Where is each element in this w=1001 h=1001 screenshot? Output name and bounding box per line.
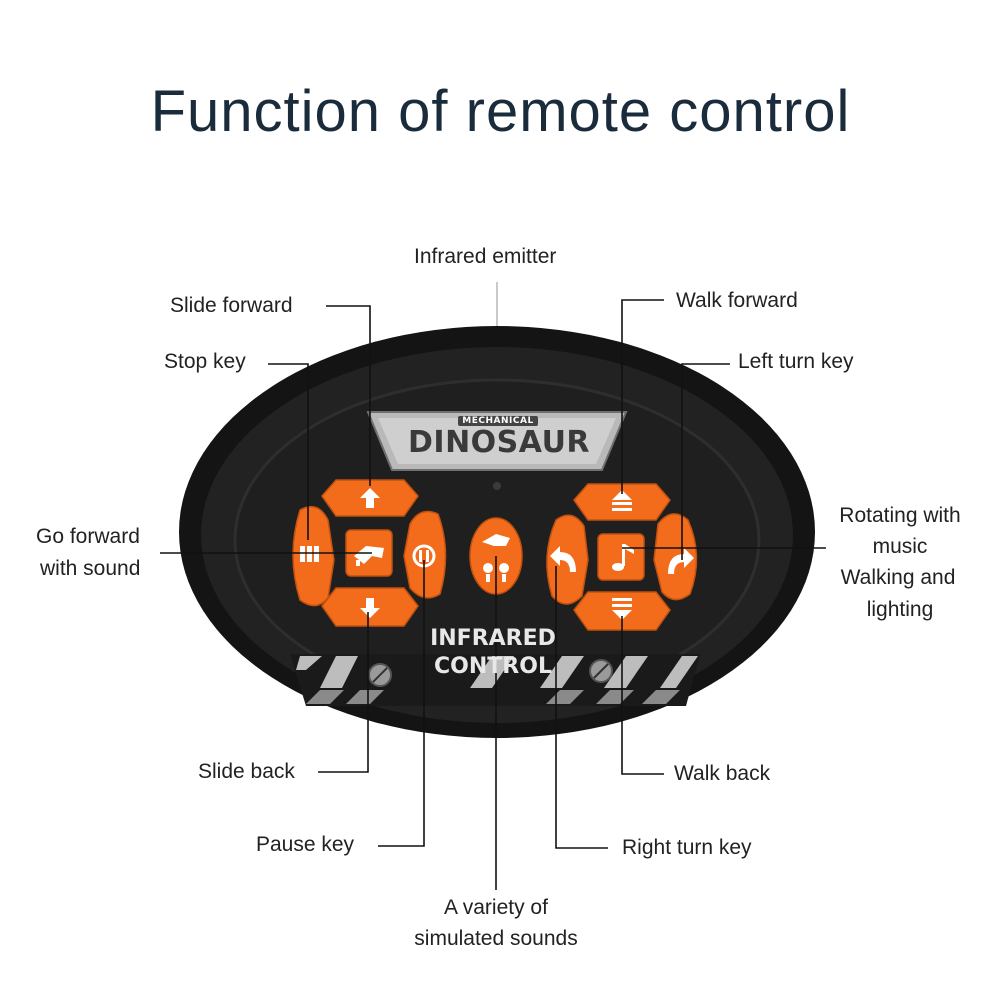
label-pause-key: Pause key <box>256 833 355 856</box>
label-left-turn-key: Left turn key <box>738 350 854 373</box>
slide-back-button[interactable] <box>321 587 419 627</box>
label-infrared-emitter: Infrared emitter <box>414 245 557 268</box>
mode-label-line1: INFRARED <box>430 626 556 651</box>
label-go-forward-line1: Go forward <box>36 525 140 548</box>
leader-lines <box>160 299 826 890</box>
turn-left-icon <box>550 546 576 572</box>
label-variety-line2: simulated sounds <box>414 927 578 950</box>
stop-icon <box>300 546 319 562</box>
music-note-icon <box>612 544 634 571</box>
dinosaur-sound-icon <box>354 546 384 566</box>
label-rotating-line2: music <box>872 535 928 558</box>
turn-right-icon <box>668 548 694 574</box>
label-rotating-line1: Rotating with <box>839 504 961 527</box>
label-go-forward-line2: with sound <box>40 557 141 580</box>
label-walking-line2: lighting <box>866 598 934 621</box>
screw-right <box>589 659 613 683</box>
label-walk-forward: Walk forward <box>676 289 798 312</box>
label-slide-forward: Slide forward <box>170 294 293 317</box>
label-stop-key: Stop key <box>164 350 246 373</box>
logo-plaque <box>366 411 628 471</box>
page-title: Function of remote control <box>150 79 851 144</box>
label-variety-line1: A variety of <box>444 896 548 919</box>
sensor-dot <box>493 482 501 490</box>
walk-forward-icon <box>612 490 632 511</box>
label-walking-line1: Walking and <box>840 566 956 589</box>
slide-forward-button[interactable] <box>321 479 419 517</box>
hazard-stripes <box>290 654 700 706</box>
screw-left <box>368 663 392 687</box>
label-right-turn-key: Right turn key <box>622 836 752 859</box>
logo-name: DINOSAUR <box>408 425 591 460</box>
arrow-down-icon <box>360 598 380 618</box>
label-walk-back: Walk back <box>674 762 771 785</box>
label-slide-back: Slide back <box>198 760 295 783</box>
logo-subtitle: MECHANICAL <box>458 416 538 426</box>
left-turn-key-button[interactable] <box>546 514 589 605</box>
rotating-with-music-button[interactable] <box>597 533 645 581</box>
arrow-up-icon <box>360 488 380 508</box>
walk-back-button[interactable] <box>573 591 671 631</box>
dinosaur-footprint-icon <box>482 534 510 582</box>
walk-back-icon <box>612 598 632 620</box>
right-turn-key-button[interactable] <box>653 513 698 601</box>
stop-key-button[interactable] <box>292 505 335 607</box>
mode-label-line2: CONTROL <box>434 654 552 679</box>
walk-forward-button[interactable] <box>573 483 671 521</box>
